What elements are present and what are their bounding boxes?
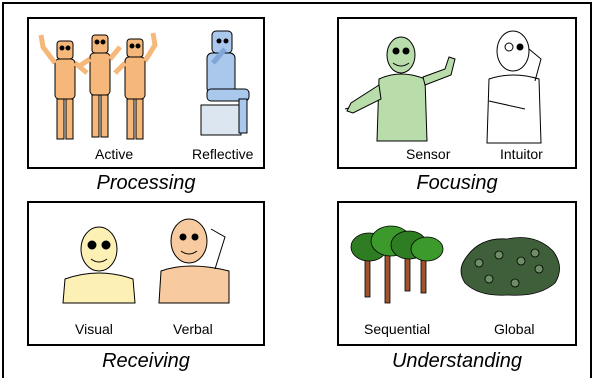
understanding-illustration xyxy=(350,225,560,304)
global-label: Global xyxy=(494,321,535,337)
panel-processing: Active Reflective xyxy=(27,17,265,169)
sequential-trees xyxy=(350,225,444,304)
receiving-illustration xyxy=(62,218,230,304)
sensor-label: Sensor xyxy=(406,146,451,162)
focusing-caption: Focusing xyxy=(416,172,498,194)
diagram-frame xyxy=(2,2,592,378)
sequential-label: Sequential xyxy=(364,321,431,337)
processing-illustration xyxy=(38,30,250,140)
global-forest xyxy=(460,237,560,296)
intuitor-label: Intuitor xyxy=(500,146,543,162)
receiving-caption: Receiving xyxy=(102,350,190,372)
understanding-caption: Understanding xyxy=(391,350,523,372)
verbal-figure xyxy=(158,218,230,304)
active-label: Active xyxy=(95,146,134,162)
processing-caption: Processing xyxy=(96,172,196,194)
active-figures xyxy=(38,32,158,140)
panel-receiving: Visual Verbal xyxy=(27,201,265,346)
reflective-label: Reflective xyxy=(192,146,254,162)
visual-figure xyxy=(62,226,136,304)
reflective-figure xyxy=(200,30,250,136)
visual-label: Visual xyxy=(75,321,113,337)
panel-focusing: Sensor Intuitor xyxy=(337,17,577,169)
verbal-label: Verbal xyxy=(173,321,213,337)
intuitor-figure xyxy=(486,30,542,144)
sensor-figure xyxy=(344,36,456,142)
panel-understanding: Sequential Global xyxy=(337,201,577,346)
focusing-illustration xyxy=(344,30,542,144)
